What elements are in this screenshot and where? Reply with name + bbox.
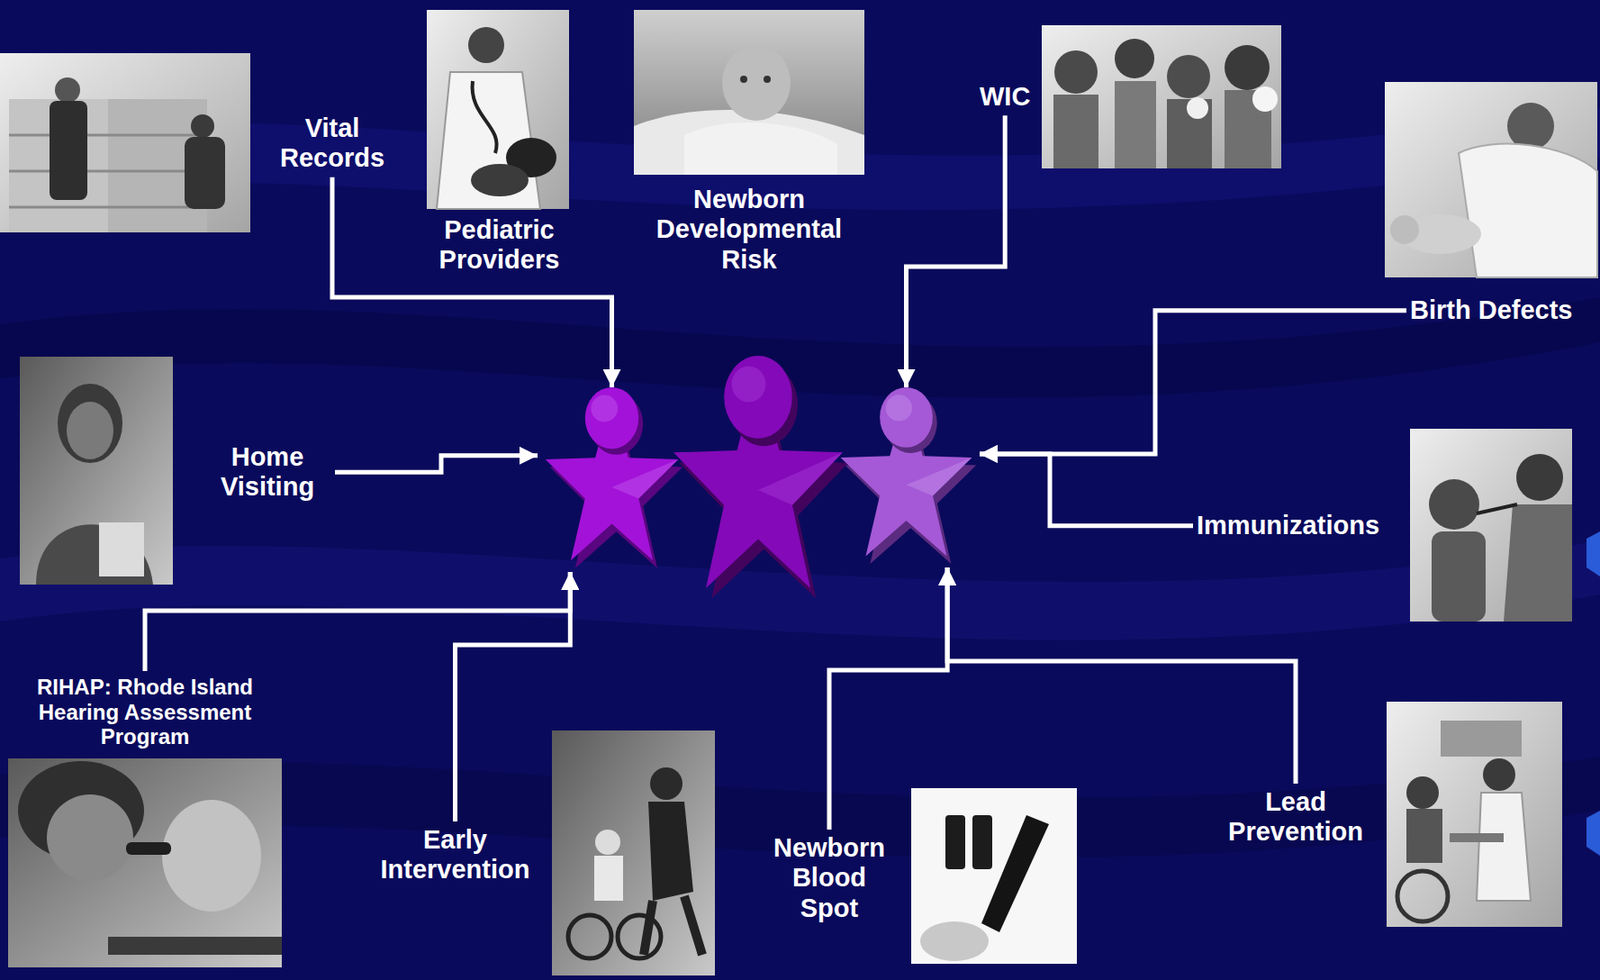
figure-head xyxy=(879,387,933,448)
connector-arrow xyxy=(332,177,613,388)
edge-chevron xyxy=(1586,531,1600,577)
program-label: WIC xyxy=(976,78,1034,116)
edge-chevron xyxy=(1586,810,1600,856)
figure-highlight xyxy=(612,459,679,499)
program-label: Home Visiting xyxy=(199,438,335,507)
node-text: Birth Defects xyxy=(1410,295,1573,326)
photo-vital-records xyxy=(0,53,251,233)
child-figure xyxy=(663,355,853,604)
node-text: Lead Prevention xyxy=(1218,786,1374,848)
node-text: Pediatric Providers xyxy=(424,215,575,276)
child-figure-outline xyxy=(537,387,687,572)
connector-arrow xyxy=(829,567,948,830)
figure-head xyxy=(723,355,793,439)
child-figure xyxy=(832,387,980,568)
connector-arrow xyxy=(979,453,1194,526)
program-label: Newborn Developmental Risk xyxy=(636,180,862,279)
figure-head-highlight xyxy=(590,395,618,423)
connector-arrow xyxy=(947,567,1296,784)
photo-blood-spot xyxy=(911,787,1077,964)
child-figure-outline xyxy=(663,355,853,604)
connector-arrow xyxy=(906,115,1006,388)
node-text: Newborn Blood Spot xyxy=(765,832,894,923)
connector-arrow xyxy=(455,571,571,822)
photo-newborn xyxy=(633,9,865,175)
figure-head-highlight xyxy=(885,394,913,421)
photo-home-visiting xyxy=(19,356,173,585)
photo-wic xyxy=(1041,25,1282,169)
program-label: Birth Defects xyxy=(1406,291,1577,329)
photo-hearing-assessment xyxy=(8,758,282,968)
connector-arrow xyxy=(144,571,570,671)
figure-head xyxy=(585,387,639,449)
photo-birth-defects xyxy=(1384,81,1598,278)
figure-head-highlight xyxy=(732,365,767,402)
program-label: Pediatric Providers xyxy=(420,211,579,280)
program-label: Newborn Blood Spot xyxy=(761,829,897,927)
connector-arrow xyxy=(979,310,1407,454)
program-label: Vital Records xyxy=(264,109,400,178)
connector-arrow xyxy=(334,455,538,472)
node-text: Immunizations xyxy=(1196,510,1380,541)
photo-lead-prevention xyxy=(1386,701,1563,927)
node-text: RIHAP: Rhode Island Hearing Assessment P… xyxy=(13,674,277,750)
photo-immunizations xyxy=(1410,428,1573,622)
program-label: Early Intervention xyxy=(367,821,543,889)
figure-highlight xyxy=(758,451,843,505)
program-label: RIHAP: Rhode Island Hearing Assessment P… xyxy=(9,670,281,753)
node-text: Early Intervention xyxy=(370,824,540,886)
child-figure xyxy=(537,387,687,572)
node-text: Home Visiting xyxy=(203,442,332,503)
figure-highlight xyxy=(906,457,973,496)
program-label: Lead Prevention xyxy=(1214,783,1377,851)
node-text: Vital Records xyxy=(268,113,397,174)
photo-pediatric-providers xyxy=(426,9,570,209)
node-text: WIC xyxy=(979,81,1031,112)
program-label: Immunizations xyxy=(1193,506,1384,544)
child-figure-outline xyxy=(832,387,980,568)
node-text: Newborn Developmental Risk xyxy=(640,184,859,275)
photo-early-intervention xyxy=(551,730,715,976)
